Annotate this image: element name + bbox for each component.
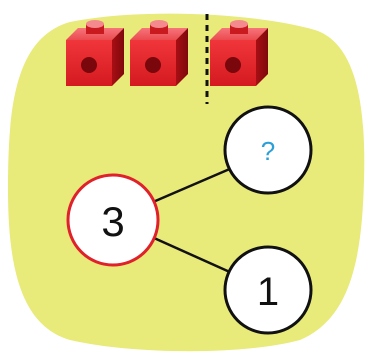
cube-row — [66, 20, 268, 86]
part-circle-known: 1 — [223, 245, 313, 335]
bond-line-lower — [153, 236, 233, 275]
unknown-part-label: ? — [261, 136, 275, 166]
red-cube — [210, 20, 268, 86]
whole-circle: 3 — [66, 173, 160, 267]
part-circle-unknown: ? — [223, 105, 313, 195]
bond-line-upper — [152, 166, 233, 204]
whole-number-label: 3 — [101, 198, 124, 245]
red-cube — [130, 20, 188, 86]
red-cube — [66, 20, 124, 86]
known-part-label: 1 — [257, 270, 279, 314]
